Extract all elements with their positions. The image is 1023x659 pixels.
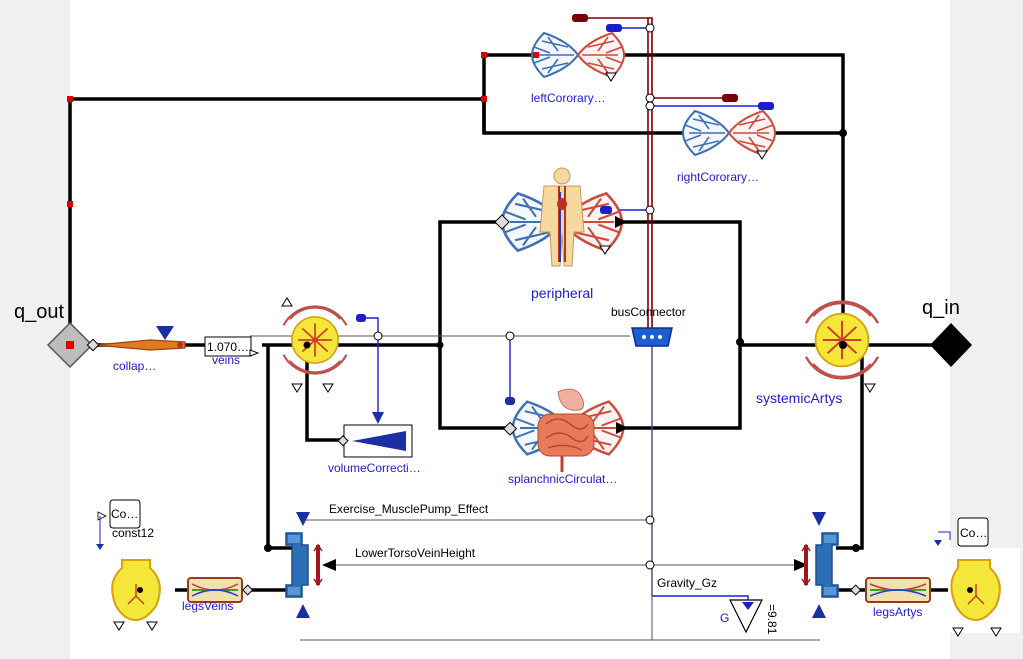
human-body-icon [539, 167, 585, 267]
right-musclepump-component[interactable] [801, 532, 839, 598]
systemicArtys-component[interactable] [804, 300, 880, 380]
wire-legsartys-up [836, 345, 864, 550]
gravity-G-value: =9.81 [765, 604, 779, 635]
legsVeins-component[interactable] [187, 577, 243, 603]
q_in-port[interactable] [930, 323, 972, 367]
legsArtys-label: legsArtys [873, 605, 922, 619]
legs-artys-elastance-component[interactable] [948, 548, 1020, 633]
busConnector-label: busConnector [611, 305, 686, 319]
systemicArtys-label: systemicArtys [756, 390, 842, 406]
wire-splanchnic-in [438, 345, 510, 430]
const-right-component[interactable] [934, 517, 989, 547]
splanchnic-component[interactable] [511, 388, 625, 472]
leftCororary-component[interactable] [531, 32, 625, 82]
q_in-label: q_in [922, 297, 960, 319]
bus-plug-icon [600, 206, 612, 214]
bus-plug-icon [722, 94, 738, 102]
peripheral-component[interactable] [500, 167, 624, 267]
bus-plug-icon [758, 102, 774, 110]
bus-plug-icon [356, 314, 366, 322]
left-musclepump-component[interactable] [285, 532, 323, 598]
volumeCorrection-label: volumeCorrecti… [328, 461, 421, 475]
junction-dots [67, 52, 539, 207]
leftCororary-label: leftCororary… [531, 91, 606, 105]
lowertorso-signal-label: LowerTorsoVeinHeight [355, 546, 476, 560]
wire-qout-top [68, 97, 484, 345]
bus-plug-icon [505, 397, 515, 405]
rightCororary-component[interactable] [682, 110, 776, 160]
const12-label: const12 [112, 526, 154, 540]
intestines-icon [537, 388, 595, 472]
wire-leftcoro-out [622, 53, 845, 345]
rightCororary-label: rightCororary… [677, 170, 759, 184]
peripheral-label: peripheral [531, 285, 593, 301]
wire-rightcoro-in [482, 99, 686, 135]
thin-signal-lines [250, 335, 820, 641]
wire-peripheral-out [622, 220, 742, 345]
wire-volcorr [305, 345, 344, 442]
gravity-signal-label: Gravity_Gz [657, 576, 717, 590]
legs-veins-elastance-component[interactable] [97, 548, 175, 633]
veins-value-box [204, 336, 252, 357]
collap-label: collap… [113, 359, 156, 373]
wire-peripheral-in [438, 220, 502, 345]
bus-plug-icon [572, 14, 588, 22]
volumeCorrection-component[interactable] [343, 424, 413, 458]
gravity-G-component[interactable] [729, 599, 763, 634]
legsArtys-component[interactable] [865, 577, 931, 603]
wire-splanchnic-out [622, 345, 742, 430]
exercise-signal-label: Exercise_MusclePump_Effect [329, 502, 489, 516]
const-right-box-label: Co… [960, 526, 987, 540]
veins-elastance-component[interactable] [282, 305, 348, 375]
splanchnic-label: splanchnicCirculat… [508, 472, 617, 486]
veins-label: veins [212, 353, 240, 367]
busConnector-component[interactable] [631, 327, 673, 347]
bus-wires [580, 17, 730, 330]
const12-component[interactable] [96, 499, 141, 550]
const12-box-label: Co… [111, 507, 138, 521]
collap-component[interactable] [95, 326, 186, 351]
bus-plug-icon [606, 24, 622, 32]
wire-legsveins-up [266, 345, 302, 550]
q_out-label: q_out [14, 301, 64, 323]
gravity-G-label: G [720, 611, 729, 625]
veins-value: 1.070… [207, 340, 249, 354]
legsVeins-label: legsVeins [182, 599, 233, 613]
wire-leftcoro-in [482, 53, 536, 133]
